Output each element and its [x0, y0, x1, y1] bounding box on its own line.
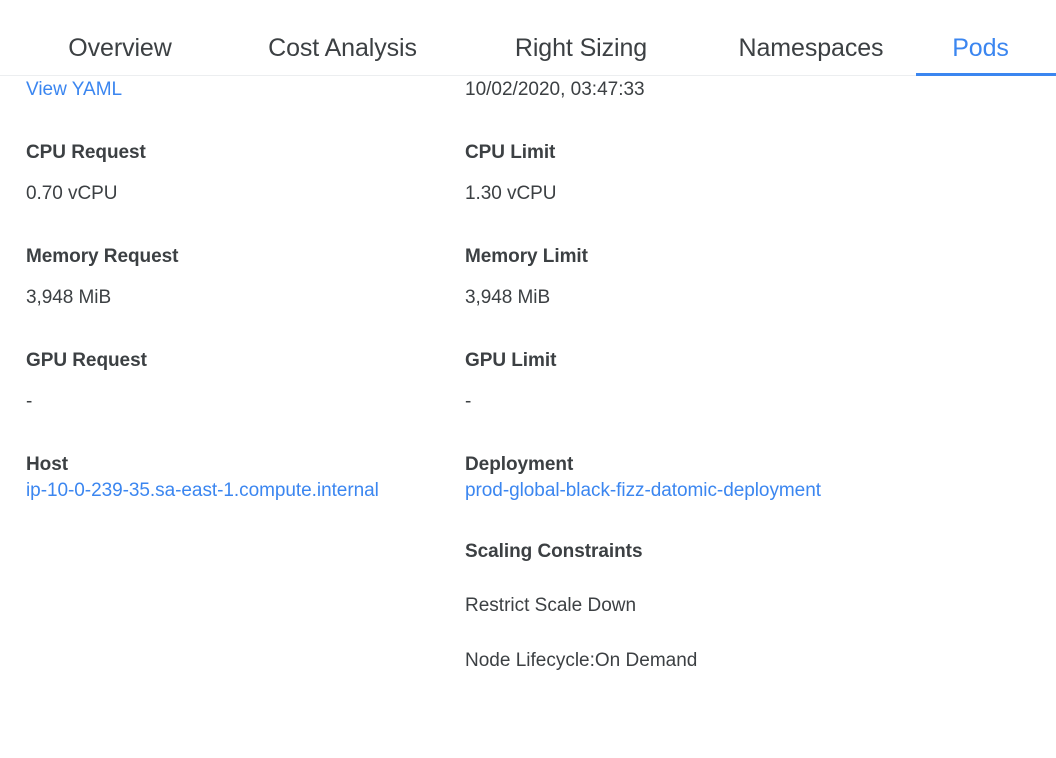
field-memory-request: Memory Request 3,948 MiB — [26, 245, 426, 311]
field-memory-request-value: 3,948 MiB — [26, 287, 112, 308]
scaling-constraint-item: Restrict Scale Down — [465, 595, 637, 616]
field-memory-request-label: Memory Request — [26, 246, 179, 267]
tab-cost-analysis[interactable]: Cost Analysis — [220, 0, 465, 76]
field-memory-limit-value: 3,948 MiB — [465, 287, 551, 308]
field-gpu-limit: GPU Limit - — [465, 349, 865, 415]
field-host-value-link[interactable]: ip-10-0-239-35.sa-east-1.compute.interna… — [26, 480, 379, 501]
tab-namespaces-label: Namespaces — [738, 33, 884, 62]
detail-column-right: 10/02/2020, 03:47:33 CPU Limit 1.30 vCPU… — [465, 76, 865, 674]
field-deployment-value-link[interactable]: prod-global-black-fizz-datomic-deploymen… — [465, 480, 821, 501]
view-yaml-link[interactable]: View YAML — [26, 79, 123, 100]
scaling-constraints-title: Scaling Constraints — [465, 541, 643, 562]
field-cpu-request-value: 0.70 vCPU — [26, 183, 118, 204]
field-cpu-limit: CPU Limit 1.30 vCPU — [465, 141, 865, 207]
field-gpu-request-value: - — [26, 391, 33, 412]
tab-pods[interactable]: Pods — [916, 0, 1056, 76]
field-deployment-label: Deployment — [465, 454, 574, 475]
active-tab-indicator — [916, 73, 1056, 76]
tab-right-sizing-label: Right Sizing — [514, 33, 648, 62]
field-cpu-limit-value: 1.30 vCPU — [465, 183, 557, 204]
field-cpu-limit-label: CPU Limit — [465, 142, 556, 163]
field-memory-limit: Memory Limit 3,948 MiB — [465, 245, 865, 311]
field-host-label: Host — [26, 454, 69, 475]
tab-list: Overview Cost Analysis Right Sizing Name… — [0, 0, 1056, 76]
field-gpu-request-label: GPU Request — [26, 350, 147, 371]
tab-right-sizing[interactable]: Right Sizing — [465, 0, 697, 76]
field-host: Host ip-10-0-239-35.sa-east-1.compute.in… — [26, 453, 426, 504]
field-gpu-limit-value: - — [465, 391, 472, 412]
pod-timestamp: 10/02/2020, 03:47:33 — [465, 79, 645, 100]
tab-bar: Overview Cost Analysis Right Sizing Name… — [0, 0, 1056, 76]
tab-overview[interactable]: Overview — [20, 0, 220, 76]
tab-namespaces[interactable]: Namespaces — [697, 0, 925, 76]
field-deployment: Deployment prod-global-black-fizz-datomi… — [465, 453, 865, 504]
field-cpu-request: CPU Request 0.70 vCPU — [26, 141, 426, 207]
scaling-constraints-section: Scaling Constraints Restrict Scale Down … — [465, 540, 865, 674]
tab-overview-label: Overview — [68, 33, 172, 62]
field-gpu-request: GPU Request - — [26, 349, 426, 415]
field-gpu-limit-label: GPU Limit — [465, 350, 557, 371]
detail-column-left: View YAML CPU Request 0.70 vCPU Memory R… — [26, 76, 426, 504]
tab-pods-label: Pods — [952, 33, 1009, 62]
field-cpu-request-label: CPU Request — [26, 142, 146, 163]
scaling-constraint-item: Node Lifecycle:On Demand — [465, 650, 698, 671]
field-memory-limit-label: Memory Limit — [465, 246, 588, 267]
tab-cost-analysis-label: Cost Analysis — [268, 33, 417, 62]
pod-detail-body: View YAML CPU Request 0.70 vCPU Memory R… — [0, 76, 1056, 671]
